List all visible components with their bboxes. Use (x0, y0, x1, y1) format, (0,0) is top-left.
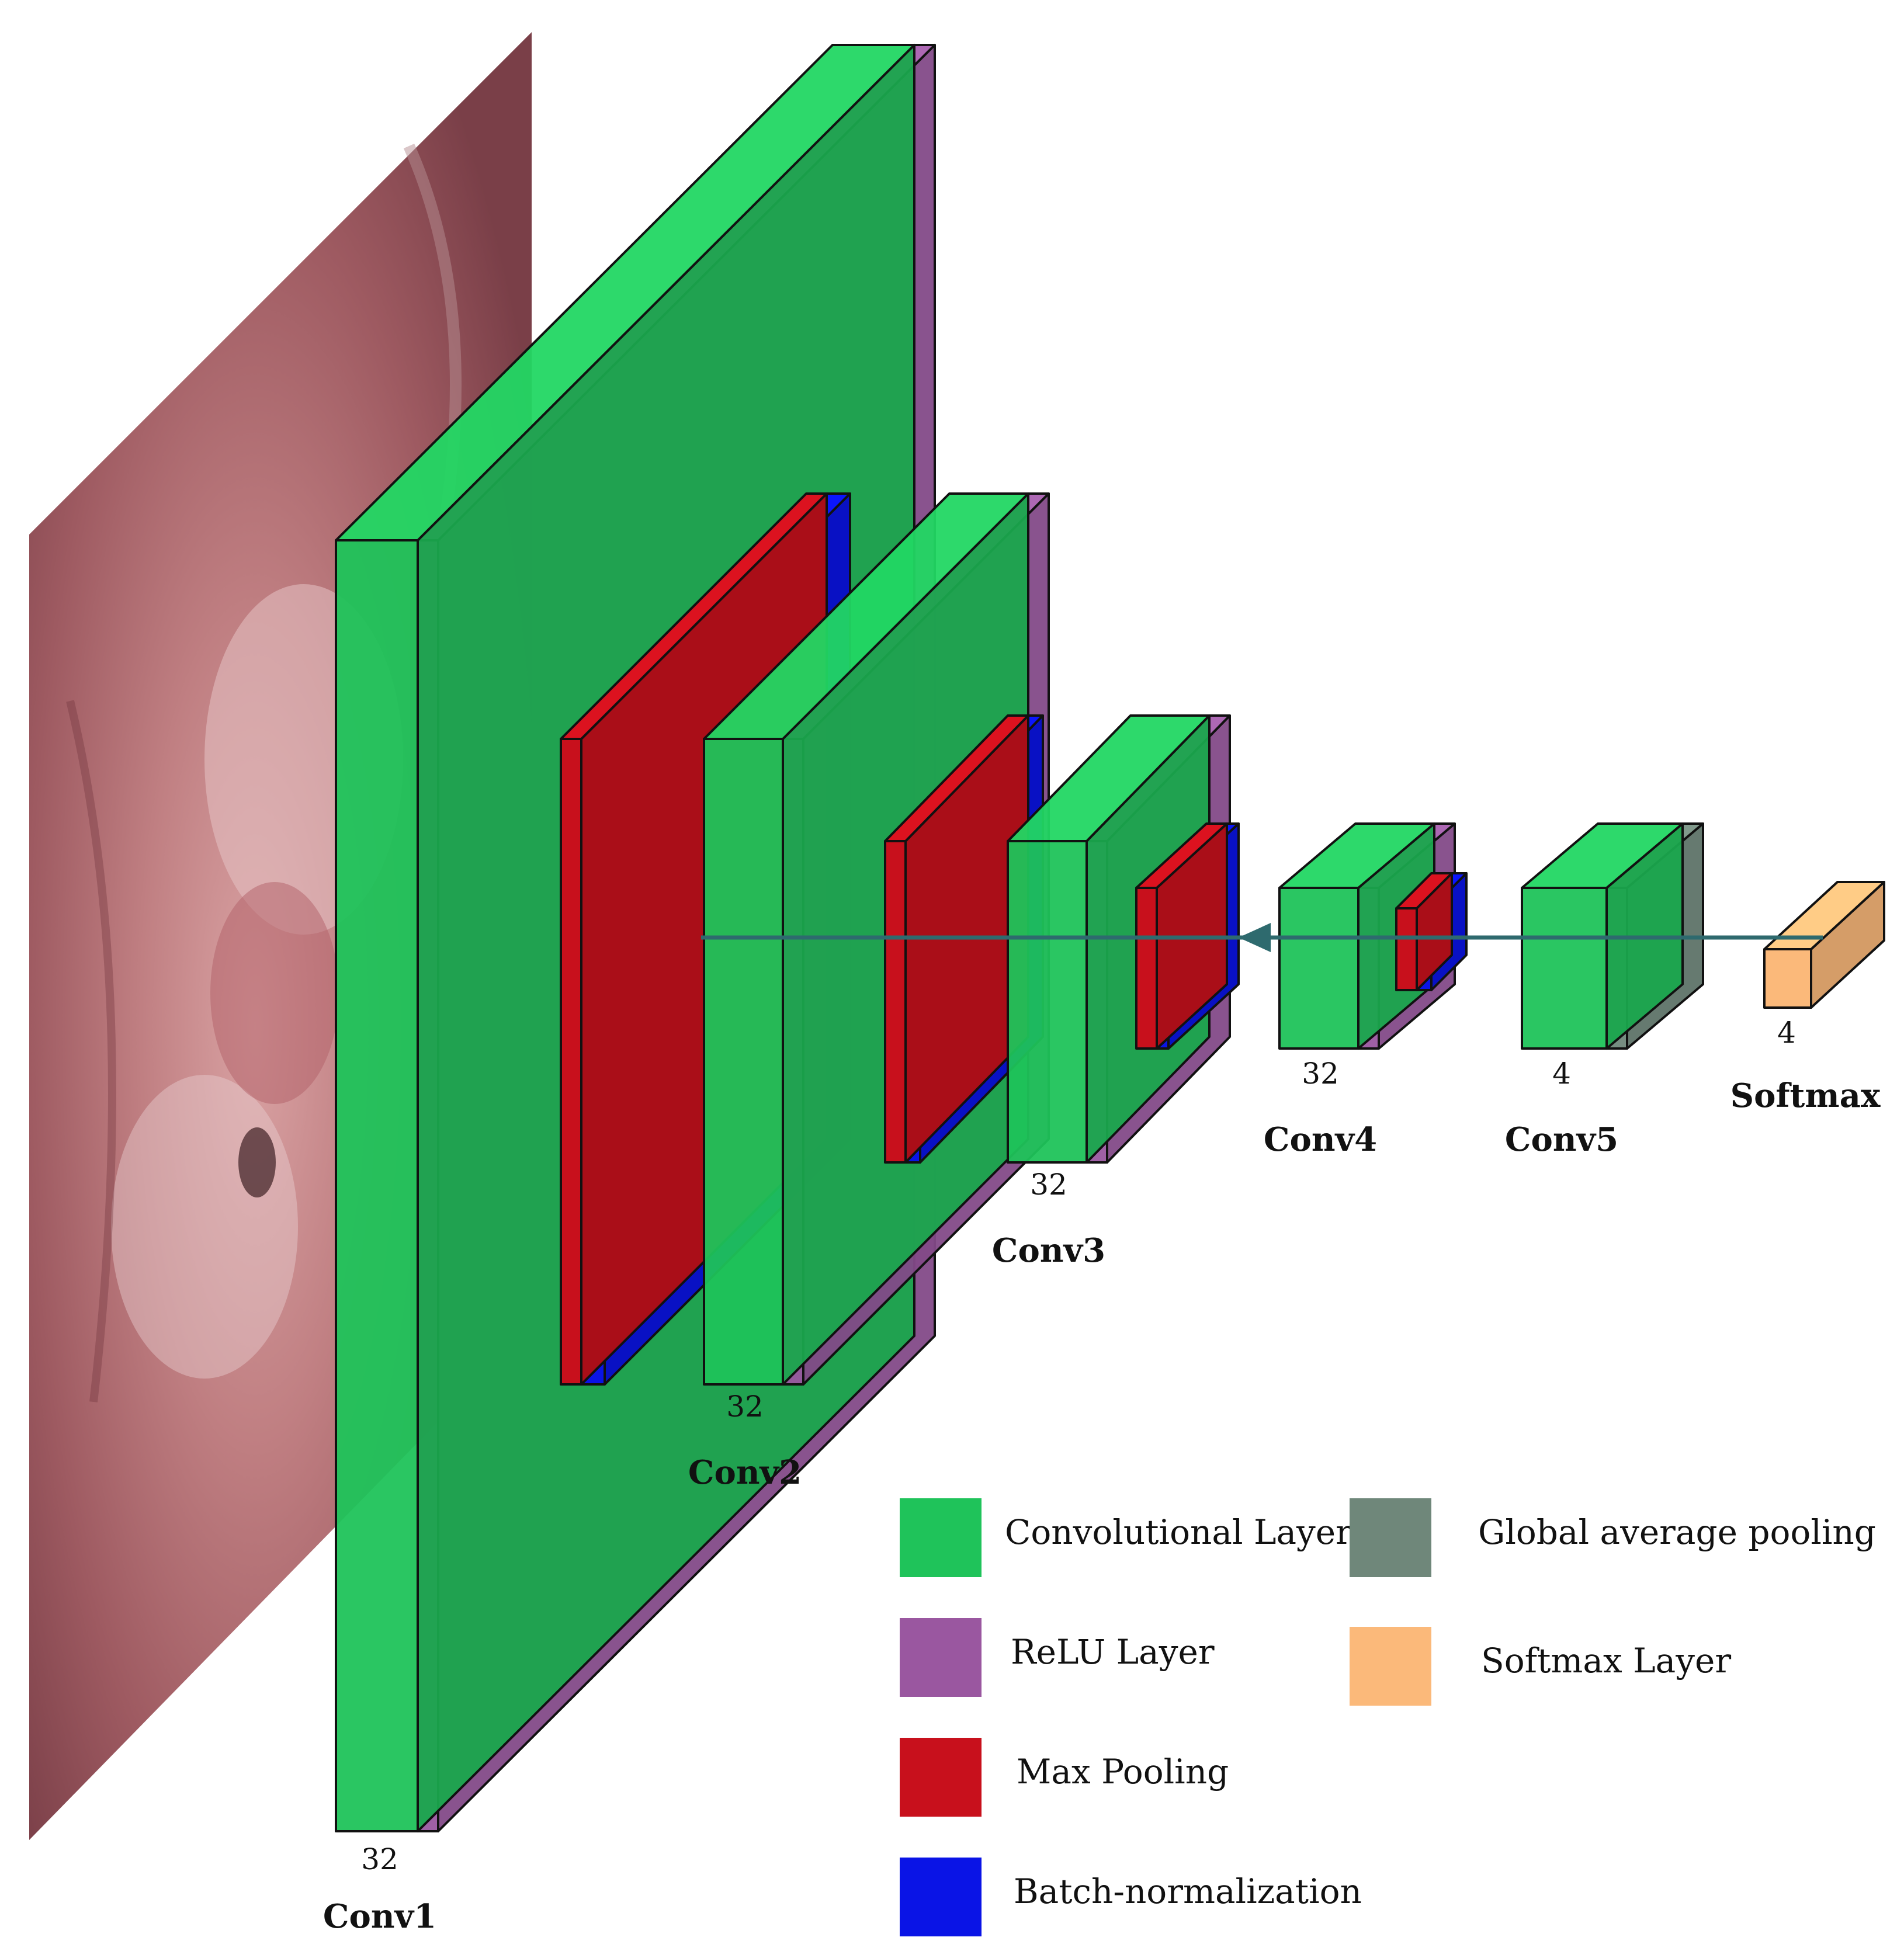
conv1-filter-count: 32 (361, 1842, 398, 1876)
conv3-conv-block-front (1007, 840, 1088, 1164)
conv5-label: Conv5 (1505, 1120, 1618, 1159)
legend-label-maxpool: Max Pooling (1017, 1752, 1229, 1792)
softmax-output-count: 4 (1777, 1016, 1796, 1050)
conv1-conv-block-front (335, 539, 419, 1832)
legend: Convolutional Layer ReLU Layer Max Pooli… (900, 1498, 1876, 1936)
conv5-conv-block-front (1521, 887, 1608, 1050)
conv3-filter-count: 32 (1030, 1168, 1067, 1202)
conv4-conv-block-front (1278, 887, 1359, 1050)
conv2-label: Conv2 (688, 1453, 802, 1492)
legend-label-conv: Convolutional Layer (1005, 1512, 1352, 1552)
conv3-label: Conv3 (992, 1231, 1105, 1270)
conv1-label: Conv1 (323, 1897, 436, 1936)
legend-swatch-batchnorm (900, 1858, 982, 1936)
legend-swatch-gap (1350, 1498, 1431, 1577)
legend-swatch-softmax (1350, 1627, 1431, 1706)
legend-label-gap: Global average pooling (1478, 1512, 1876, 1552)
conv2-conv-block-front (703, 738, 784, 1386)
pool3-maxpool-block-front (1135, 887, 1158, 1050)
pool2-maxpool-block-front (884, 840, 907, 1164)
conv5-filter-count: 4 (1552, 1057, 1571, 1091)
legend-label-relu: ReLU Layer (1011, 1632, 1215, 1672)
layer-labels: 32 Conv1 32 Conv2 32 Conv3 32 Conv4 4 Co… (323, 1016, 1881, 1936)
flow-arrow (701, 923, 1823, 952)
legend-swatch-maxpool (900, 1738, 982, 1817)
conv4-filter-count: 32 (1302, 1057, 1339, 1091)
softmax-block-front (1763, 948, 1812, 1009)
legend-label-softmax: Softmax Layer (1481, 1641, 1731, 1681)
legend-swatch-relu (900, 1618, 982, 1697)
pool4-maxpool-block-front (1395, 907, 1418, 991)
pool1-maxpool-block-front (560, 738, 582, 1386)
conv4-label: Conv4 (1264, 1120, 1377, 1159)
softmax-label: Softmax (1730, 1077, 1881, 1115)
layer-blocks (335, 44, 1885, 1832)
conv2-filter-count: 32 (726, 1390, 764, 1424)
legend-swatch-conv (900, 1498, 982, 1577)
legend-label-batchnorm: Batch-normalization (1014, 1872, 1362, 1911)
